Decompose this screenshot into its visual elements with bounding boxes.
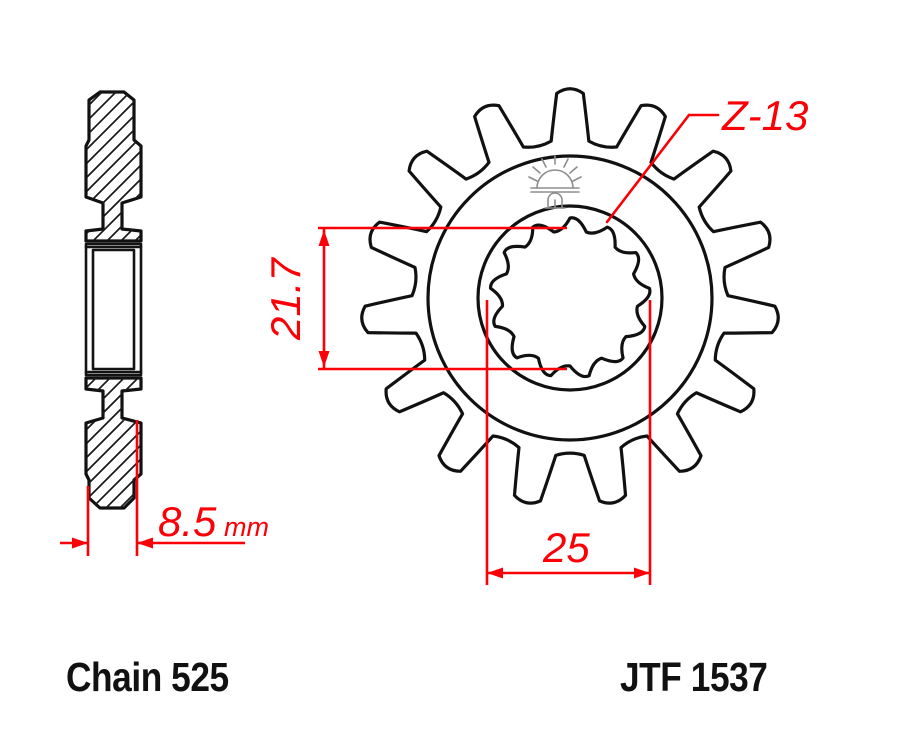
- chain-size-label: Chain 525: [66, 654, 229, 700]
- spline-diameter-value: 21.7: [262, 257, 309, 341]
- thickness-arrow-right: [137, 537, 153, 549]
- section-view: [84, 90, 143, 510]
- spline-diameter-dimension: 21.7: [262, 226, 567, 371]
- sprocket-outer-circle: [426, 154, 714, 442]
- hub-width-value: 25: [542, 524, 590, 571]
- hub-width-arrow-right: [634, 567, 650, 579]
- section-lower-profile: [84, 376, 143, 510]
- spline-count-leader-diagonal: [605, 113, 691, 224]
- sun-rays-symbol-icon: [528, 155, 582, 209]
- sprocket-internal-spline-profile: [488, 216, 652, 379]
- hub-width-dimension: 25: [485, 300, 652, 585]
- spline-dia-arrow-top: [318, 230, 330, 246]
- sprocket-inner-circle: [476, 204, 664, 392]
- spline-count-value: Z-13: [721, 92, 808, 139]
- section-lower-hatching: [87, 378, 140, 508]
- thickness-value: 8.5: [158, 498, 217, 545]
- thickness-unit: mm: [224, 512, 269, 542]
- part-number-label: JTF 1537: [620, 654, 768, 700]
- thickness-dimension: 8.5 mm: [60, 420, 269, 556]
- spline-dia-arrow-bottom: [318, 351, 330, 367]
- section-middle-rim-outer: [84, 242, 143, 377]
- thickness-arrow-left: [72, 537, 88, 549]
- sprocket-outer-teeth-profile: [360, 87, 780, 505]
- spline-count-callout: Z-13: [605, 92, 808, 224]
- section-middle-rim-inner: [91, 248, 136, 371]
- section-upper-hatching: [87, 92, 140, 240]
- hub-width-arrow-left: [487, 567, 503, 579]
- front-view: [360, 87, 780, 505]
- section-upper-profile: [84, 90, 143, 243]
